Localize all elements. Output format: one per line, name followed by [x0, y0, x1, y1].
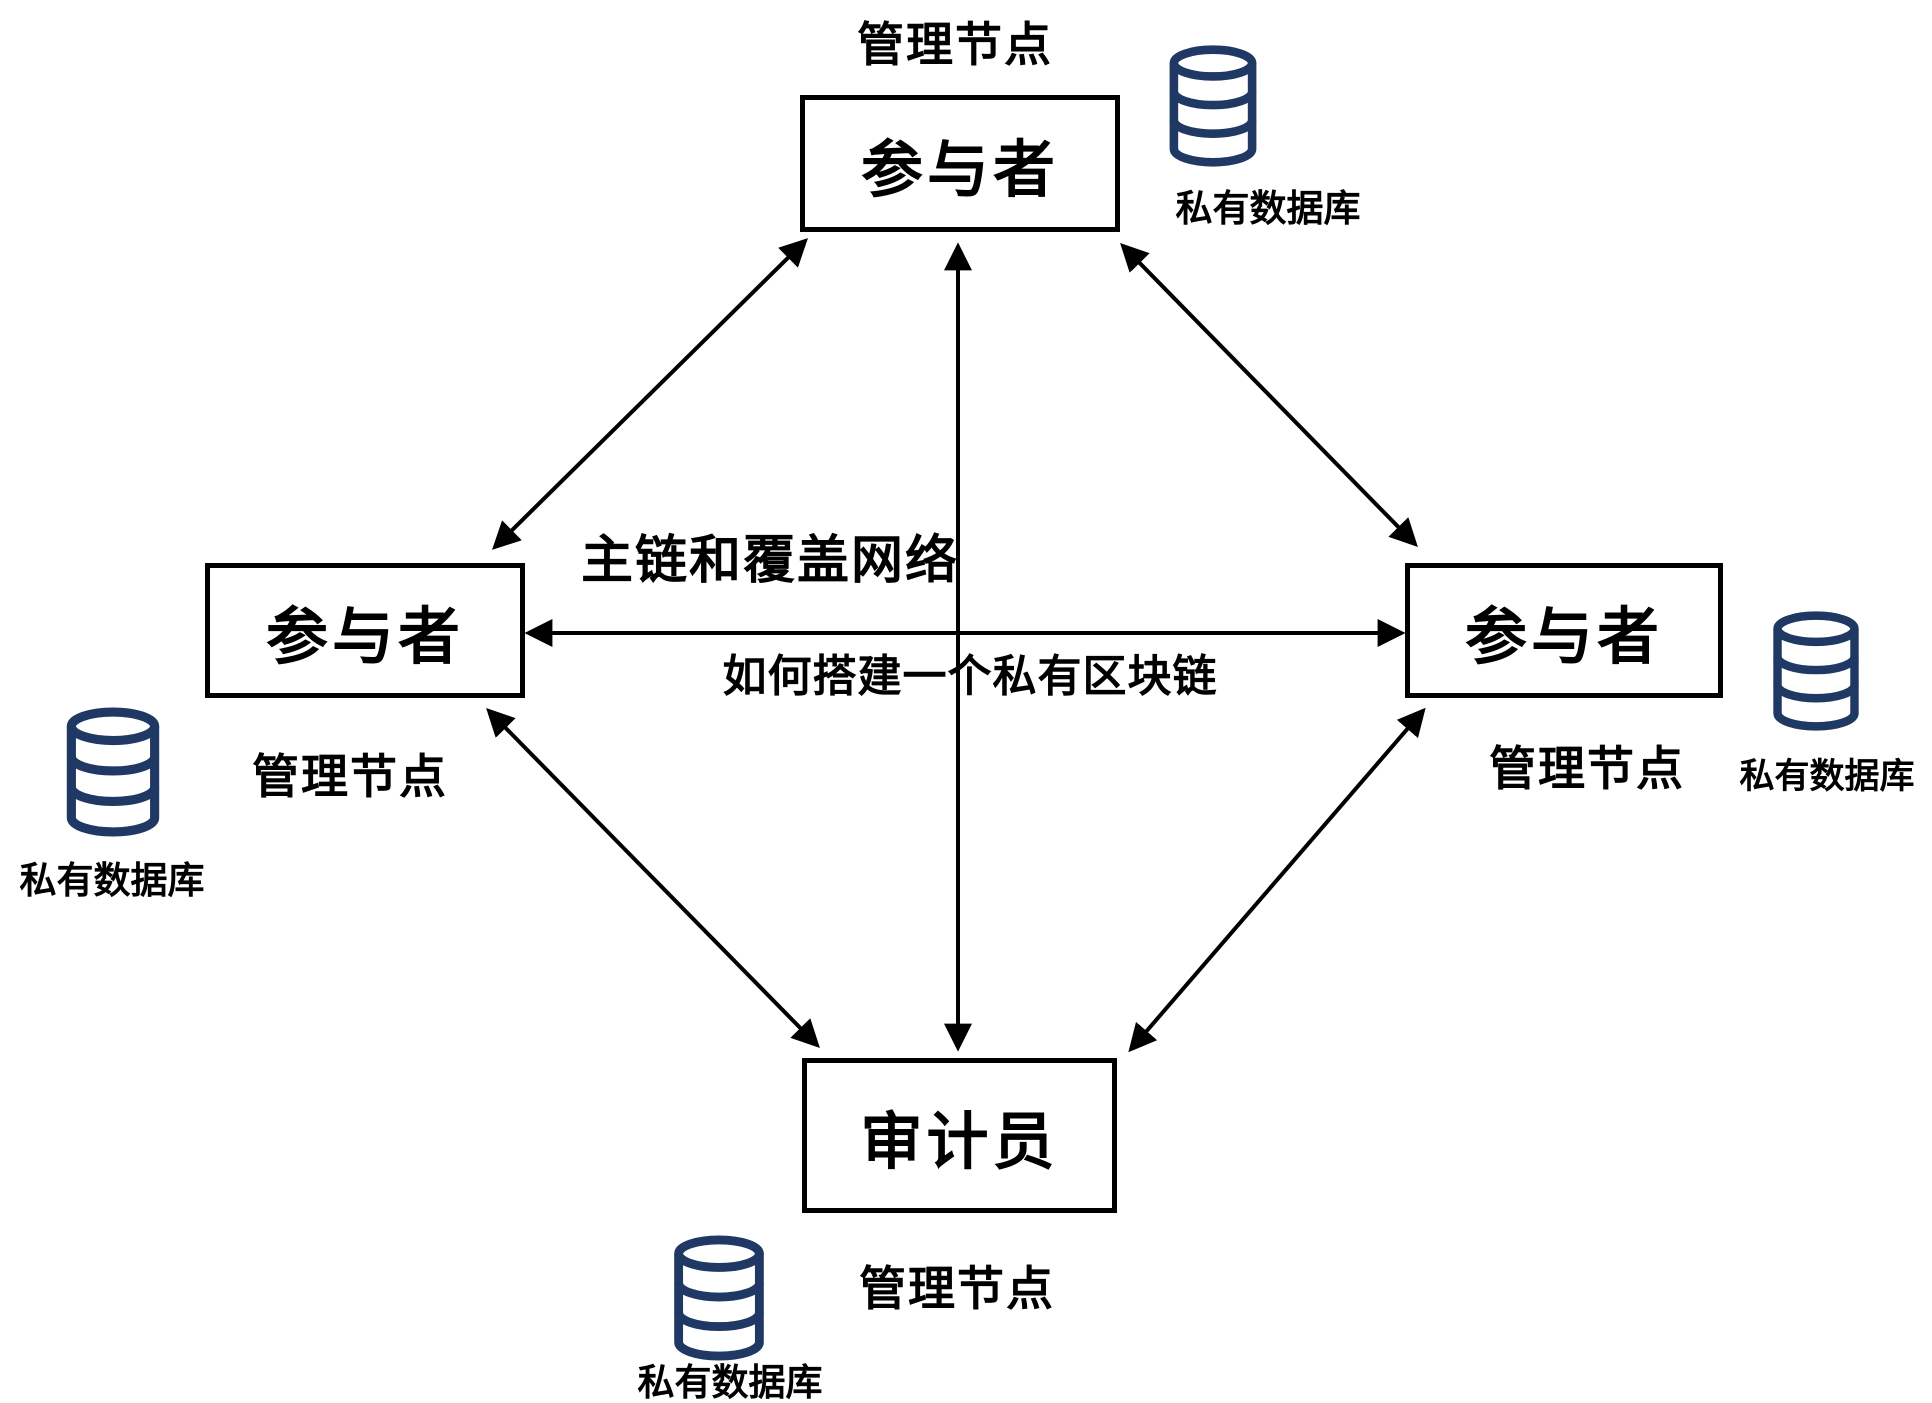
- database-icon-top: [1163, 44, 1263, 168]
- auditor-box-bottom-label: 审计员: [860, 1107, 1059, 1177]
- database-icon-right: [1766, 610, 1866, 732]
- arrow-top-to-left-diagonal: [492, 238, 808, 550]
- database-icon-bottom: [668, 1234, 770, 1362]
- main-chain-network-label: 主链和覆盖网络: [580, 532, 959, 590]
- participant-box-left-label: 参与者: [265, 602, 464, 672]
- role-label-bottom: 管理节点: [859, 1262, 1055, 1315]
- arrow-right-to-bottom-diagonal: [1128, 707, 1426, 1053]
- participant-box-right-label: 参与者: [1464, 602, 1663, 672]
- role-label-top: 管理节点: [857, 18, 1053, 71]
- participant-box-left: 参与者: [205, 563, 525, 698]
- database-label-right: 私有数据库: [1739, 757, 1915, 796]
- arrow-top-to-right-diagonal: [1120, 242, 1418, 548]
- participant-box-right: 参与者: [1405, 563, 1723, 698]
- role-label-right: 管理节点: [1489, 742, 1685, 795]
- participant-box-top-label: 参与者: [860, 135, 1059, 205]
- diagram-caption: 如何搭建一个私有区块链: [722, 652, 1218, 701]
- auditor-box-bottom: 审计员: [802, 1058, 1117, 1213]
- role-label-left: 管理节点: [252, 750, 448, 803]
- database-label-top: 私有数据库: [1175, 188, 1361, 229]
- database-label-bottom: 私有数据库: [637, 1362, 823, 1403]
- participant-box-top: 参与者: [800, 95, 1120, 232]
- database-label-left: 私有数据库: [19, 860, 205, 901]
- database-icon-left: [62, 706, 164, 838]
- arrow-left-to-bottom-diagonal: [486, 708, 820, 1048]
